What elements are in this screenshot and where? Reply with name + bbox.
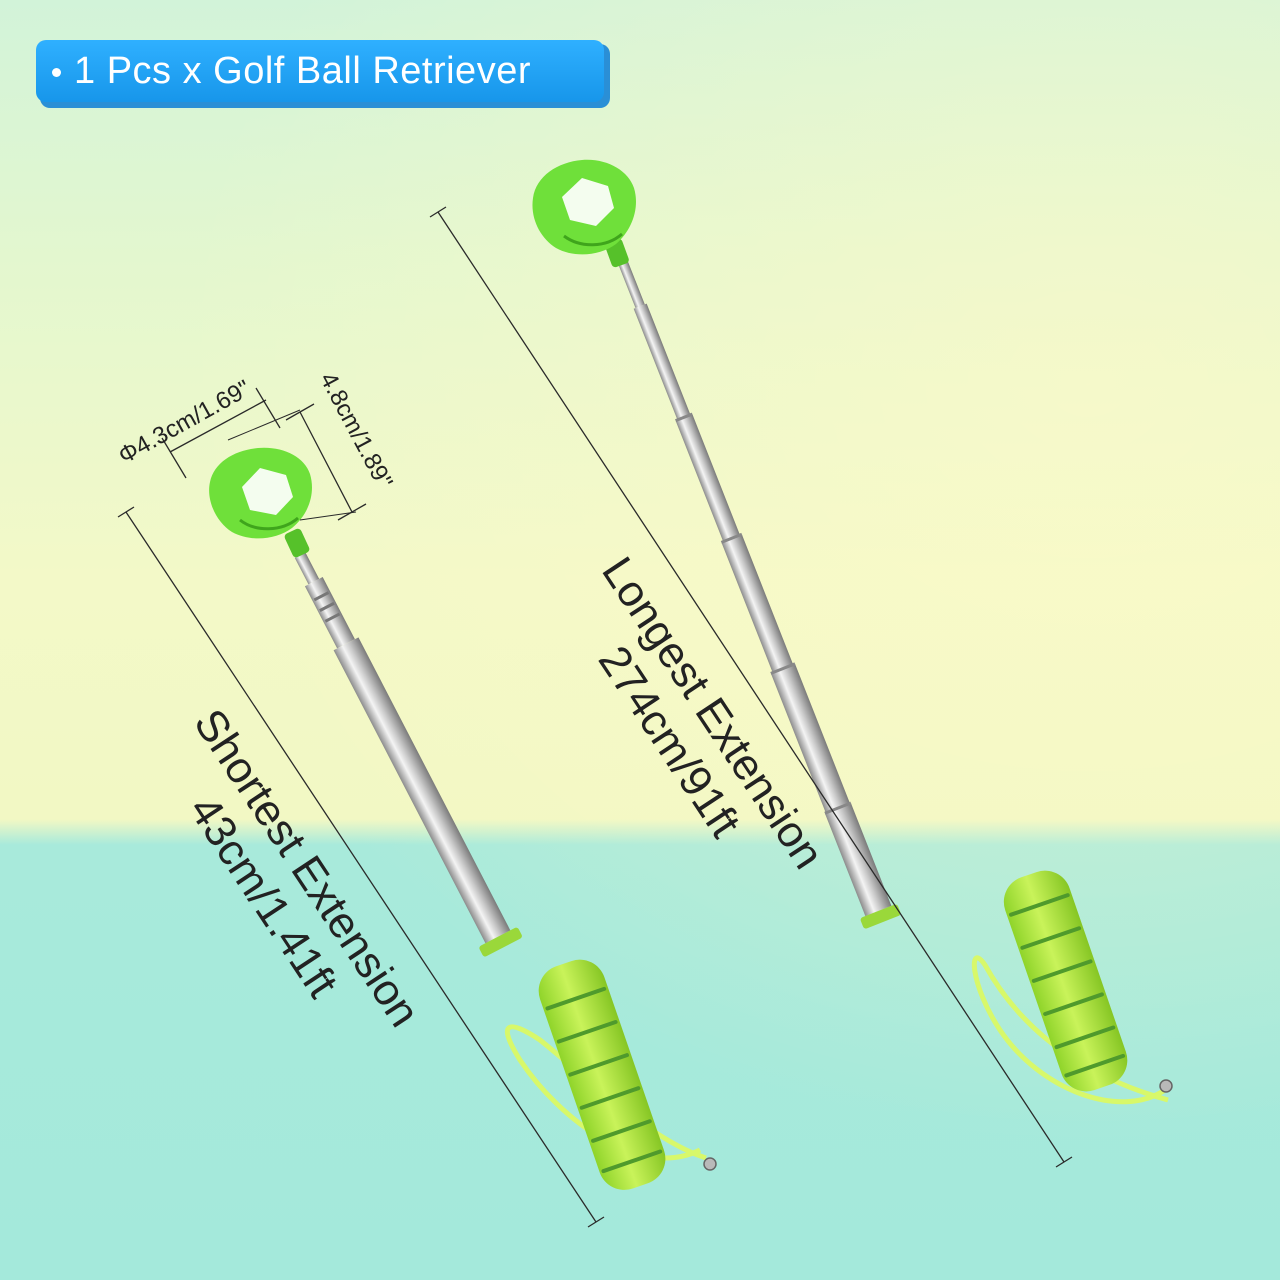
shortest-extension-line — [125, 511, 597, 1223]
long-retriever-head — [532, 159, 636, 268]
short-foam-grip — [538, 959, 666, 1190]
long-foam-grip — [1003, 870, 1128, 1092]
longest-extension-line — [437, 211, 1065, 1163]
diameter-line — [169, 399, 267, 453]
long-retriever — [532, 159, 1173, 1105]
short-shaft — [294, 552, 522, 957]
short-end-ring — [703, 1157, 717, 1171]
short-retriever-head — [209, 447, 312, 558]
dimension-lines — [117, 206, 1073, 1228]
badge-text: 1 Pcs x Golf Ball Retriever — [74, 49, 531, 92]
bullet-dot — [52, 68, 61, 77]
long-end-ring — [1159, 1079, 1173, 1093]
short-retriever — [209, 447, 717, 1190]
head-height-line — [299, 411, 353, 513]
long-shaft — [615, 253, 901, 929]
product-count-badge: 1 Pcs x Golf Ball Retriever — [36, 40, 604, 102]
